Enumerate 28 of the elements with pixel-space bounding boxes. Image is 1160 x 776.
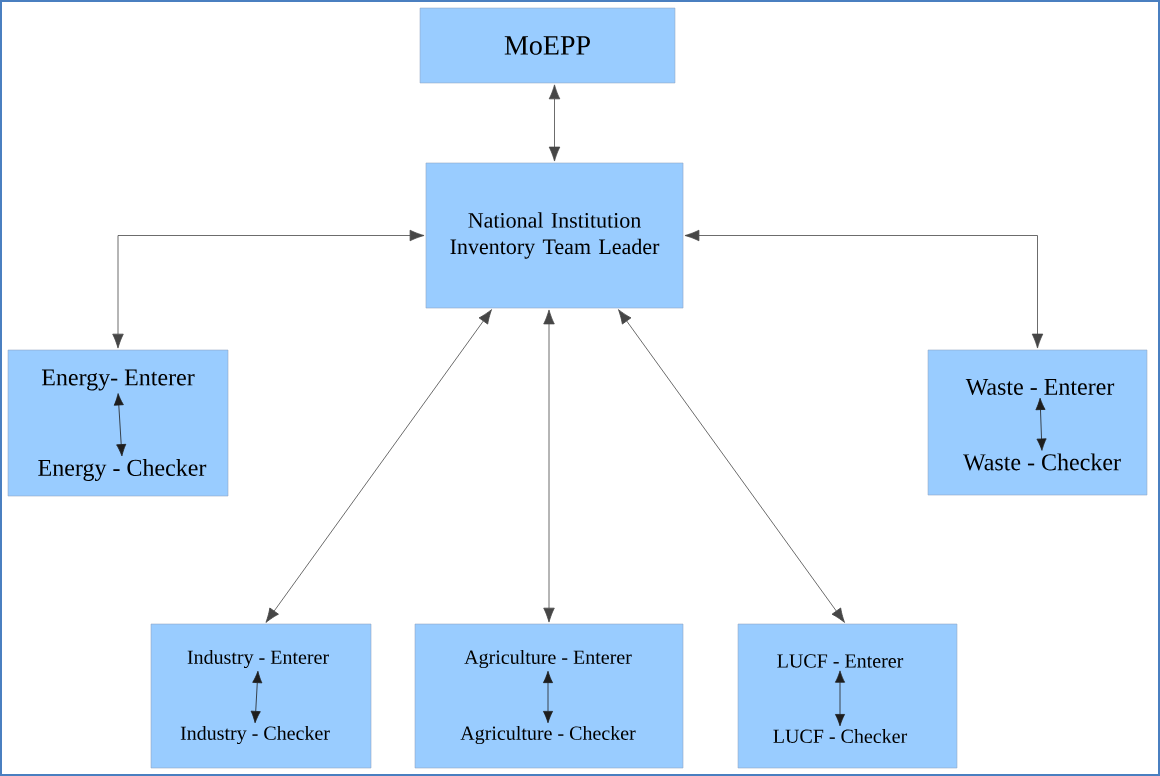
- arrow: [1035, 397, 1047, 451]
- role-label: Energy - Checker: [38, 459, 207, 481]
- role-label: LUCF - Enterer: [777, 654, 904, 668]
- arrow: [112, 229, 425, 349]
- arrow: [265, 309, 492, 623]
- arrow: [250, 670, 263, 724]
- sector-box: [7, 349, 229, 497]
- title-box: MoEPP: [419, 7, 676, 84]
- role-label: Agriculture - Checker: [460, 725, 636, 745]
- role-label: Energy- Enterer: [41, 369, 195, 391]
- leader-box: National Institution Inventory Team Leader: [425, 162, 684, 309]
- arrow: [548, 84, 561, 162]
- sector-box: [737, 623, 958, 769]
- role-label: Agriculture - Enterer: [464, 649, 632, 669]
- arrow: [835, 670, 845, 727]
- role-label: Waste - Enterer: [965, 378, 1115, 396]
- sector-box: [414, 623, 684, 769]
- arrow: [618, 309, 845, 623]
- arrow: [543, 670, 553, 724]
- arrow: [543, 309, 555, 623]
- role-label: Industry - Checker: [180, 725, 330, 745]
- arrow: [684, 229, 1044, 349]
- role-label: Industry - Enterer: [187, 649, 329, 669]
- sector-box: [927, 349, 1148, 496]
- role-label: Waste - Checker: [963, 453, 1121, 471]
- arrow: [113, 393, 127, 457]
- role-label: LUCF - Checker: [773, 729, 908, 744]
- sector-box: [150, 623, 372, 769]
